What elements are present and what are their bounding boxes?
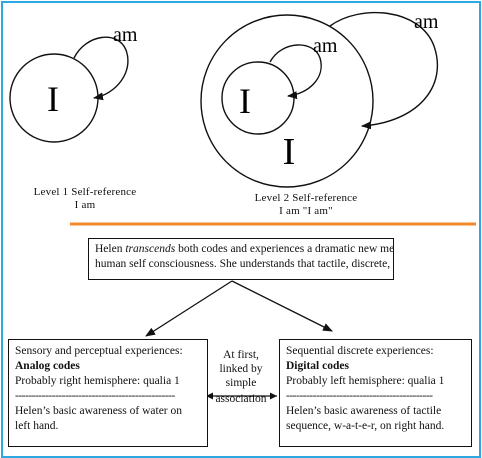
level2-inner-circle (221, 61, 295, 135)
association-note-line-3: simple (225, 377, 257, 389)
level2-outer-loop-arrow (329, 11, 439, 130)
level1-caption: Level 1 Self-reference I am (10, 186, 160, 212)
arrow-to-digital-box (231, 280, 333, 332)
level2-caption-title: Level 2 Self-reference (254, 192, 358, 204)
level1-caption-formula: I am (74, 199, 96, 211)
arrow-to-analog-box (145, 280, 233, 337)
transcends-emphasis: transcends (125, 243, 176, 255)
digital-codes-box: Sequential discrete experiences: Digital… (279, 339, 472, 447)
association-note-line-1: At first, (223, 349, 259, 361)
level2-caption-formula: I am "I am" (279, 205, 333, 217)
association-note-line-4: association (215, 393, 267, 405)
analog-box-line-5: left hand. (15, 420, 59, 432)
level1-self-label: I (47, 79, 59, 119)
analog-box-hemisphere: Probably right hemisphere: qualia 1 (15, 375, 180, 387)
transcendence-line-2: human self consciousness. She understand… (95, 258, 393, 270)
level2-inner-loop-label: am (313, 35, 338, 57)
digital-box-line-5: sequence, w-a-t-e-r, on right hand. (286, 420, 445, 432)
level2-outer-self-label: I (283, 131, 296, 173)
level2-caption: Level 2 Self-reference I am "I am" (230, 192, 382, 218)
analog-codes-heading: Analog codes (15, 360, 80, 372)
level2-outer-circle (200, 14, 374, 188)
digital-codes-heading: Digital codes (286, 360, 349, 372)
analog-box-line-4: Helen’s basic awareness of water on (15, 405, 183, 417)
digital-box-line-4: Helen’s basic awareness of tactile (286, 405, 442, 417)
level2-inner-self-label: I (239, 81, 251, 121)
association-note: At first, linked by simple association (206, 348, 276, 406)
association-arrow-right-head (270, 392, 277, 400)
level2-outer-loop-label: am (414, 11, 439, 33)
level1-loop-label: am (113, 24, 138, 46)
association-note-line-2: linked by (219, 363, 263, 375)
analog-box-line-1: Sensory and perceptual experiences: (15, 345, 183, 357)
level2-inner-loop-arrow (269, 44, 322, 100)
association-arrow-left-head (206, 392, 213, 400)
transcendence-line-1: Helen transcends both codes and experien… (95, 243, 394, 255)
digital-box-hemisphere: Probably left hemisphere: qualia 1 (286, 375, 445, 387)
digital-box-line-1: Sequential discrete experiences: (286, 345, 434, 357)
transcendence-box: Helen transcends both codes and experien… (88, 238, 394, 280)
level1-caption-title: Level 1 Self-reference (33, 186, 137, 198)
digital-box-separator: ----------------------------------------… (286, 390, 433, 402)
analog-box-separator: ----------------------------------------… (15, 390, 175, 402)
analog-codes-box: Sensory and perceptual experiences: Anal… (8, 339, 208, 447)
level1-self-loop-arrow (73, 36, 129, 101)
